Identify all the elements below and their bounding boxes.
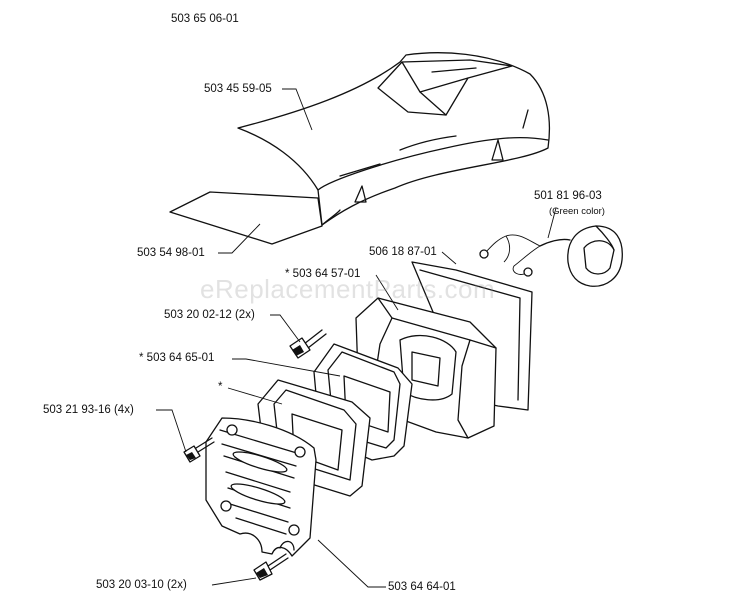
assembly-number-label: 503 65 06-01 [171,13,239,25]
gasket-mid-part-label: * 503 64 65-01 [139,352,215,364]
screw-left-part-label: 503 21 93-16 (4x) [43,404,134,416]
cover-plate [205,417,317,557]
screw-left [183,437,215,463]
screw-bottom [253,553,289,581]
fuel-cap-part-label: 501 81 96-03 [534,190,602,202]
filter-pad [169,191,323,245]
watermark-text: eReplacementParts.com [200,274,496,304]
fuel-cap [479,225,623,287]
screw-top [289,329,327,359]
gasket-inner-part-label: * [218,381,223,393]
screw-bottom-part-label: 503 20 03-10 (2x) [96,579,187,591]
cylinder-cover [237,52,551,226]
leader-lines [156,88,557,588]
fuel-cap-note-label: (Green color) [549,206,605,217]
muffler-part-label: 506 18 87-01 [369,246,437,258]
filter-pad-part-label: 503 54 98-01 [137,247,205,259]
gasket-outer-part-label: * 503 64 57-01 [285,268,361,280]
screw-top-part-label: 503 20 02-12 (2x) [164,309,255,321]
cover-part-label: 503 45 59-05 [204,83,272,95]
plate-part-label: 503 64 64-01 [388,581,456,593]
